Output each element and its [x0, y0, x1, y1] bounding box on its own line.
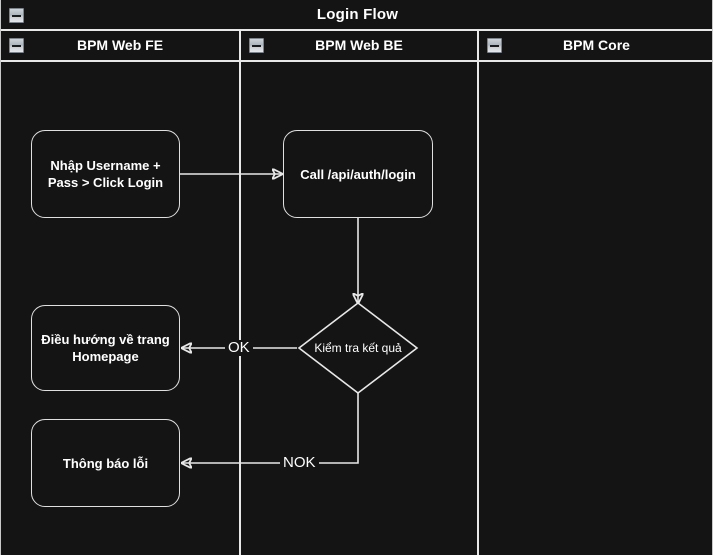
- edge-check-to-error: [182, 393, 359, 463]
- lane-divider-1: [239, 62, 241, 555]
- node-label-show-error: Thông báo lỗi: [62, 455, 149, 471]
- node-show-error[interactable]: Thông báo lỗi: [31, 419, 180, 507]
- node-label-call-login-api: Call /api/auth/login: [300, 166, 416, 182]
- lane-header-bpm-web-be[interactable]: BPM Web BE: [239, 31, 477, 60]
- node-label-input-credentials: Nhập Username + Pass > Click Login: [47, 158, 164, 190]
- node-label-check-result: Kiểm tra kết quả: [314, 340, 402, 355]
- collapse-minus-icon[interactable]: [9, 8, 24, 23]
- lane-header-row: BPM Web FE BPM Web BE BPM Core: [1, 31, 712, 62]
- node-call-login-api[interactable]: Call /api/auth/login: [283, 130, 433, 218]
- node-label-redirect-homepage: Điều hướng về trang Homepage: [41, 332, 170, 364]
- edge-label-nok: NOK: [280, 455, 319, 471]
- diagram-title: Login Flow: [316, 6, 399, 23]
- collapse-minus-icon[interactable]: [9, 38, 24, 53]
- lane-divider-2: [477, 62, 479, 555]
- collapse-minus-icon[interactable]: [249, 38, 264, 53]
- node-redirect-homepage[interactable]: Điều hướng về trang Homepage: [31, 305, 180, 391]
- node-input-credentials[interactable]: Nhập Username + Pass > Click Login: [31, 130, 180, 218]
- lane-title-bpm-web-be: BPM Web BE: [315, 37, 403, 53]
- edge-label-ok: OK: [225, 340, 253, 356]
- node-check-result[interactable]: Kiểm tra kết quả: [297, 301, 419, 395]
- diagram-title-bar: Login Flow: [1, 0, 712, 31]
- lane-title-bpm-web-fe: BPM Web FE: [76, 37, 164, 53]
- collapse-minus-icon[interactable]: [487, 38, 502, 53]
- lane-header-bpm-core[interactable]: BPM Core: [477, 31, 712, 60]
- lane-title-bpm-core: BPM Core: [563, 37, 630, 53]
- lane-header-bpm-web-fe[interactable]: BPM Web FE: [1, 31, 239, 60]
- diamond-shape: [297, 301, 419, 395]
